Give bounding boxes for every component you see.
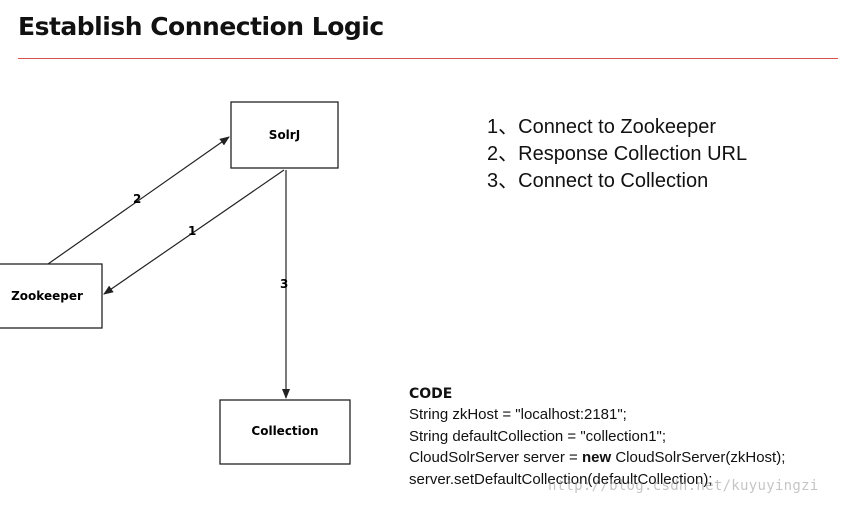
watermark: http://blog.csdn.net/kuyuyingzi	[548, 478, 819, 494]
solrj-node	[230, 101, 339, 169]
edge-solrj-to-zookeeper	[103, 169, 285, 295]
code-line: String zkHost = "localhost:2181";	[409, 406, 627, 423]
steps-list: 1、Connect to Zookeeper 2、Response Collec…	[487, 114, 747, 195]
code-text: CloudSolrServer(zkHost);	[611, 449, 786, 466]
code-line: server.setDefaultCollection(defaultColle…	[409, 470, 713, 488]
edge-label-2: 2	[133, 192, 141, 206]
step-item: 2、Response Collection URL	[487, 143, 748, 165]
step-item: 1、Connect to Zookeeper	[487, 116, 717, 138]
edge-label-1: 1	[188, 224, 196, 238]
collection-node-label: Collection	[251, 424, 318, 438]
collection-node	[219, 399, 351, 465]
solrj-node-label: SolrJ	[269, 128, 300, 142]
edge-label-3: 3	[280, 277, 288, 291]
code-line: CloudSolrServer server = new CloudSolrSe…	[409, 447, 785, 469]
title-divider	[18, 58, 838, 59]
code-heading: CODE	[409, 386, 453, 402]
code-block: CODE String zkHost = "localhost:2181"; S…	[409, 384, 785, 490]
page-title: Establish Connection Logic	[18, 12, 384, 41]
edge-zookeeper-to-solrj	[47, 136, 230, 265]
step-item: 3、Connect to Collection	[487, 170, 709, 192]
code-keyword: new	[581, 449, 612, 466]
zookeeper-node-label: Zookeeper	[11, 289, 83, 303]
code-text: CloudSolrServer server =	[409, 449, 582, 466]
code-line: String defaultCollection = "collection1"…	[409, 427, 667, 445]
